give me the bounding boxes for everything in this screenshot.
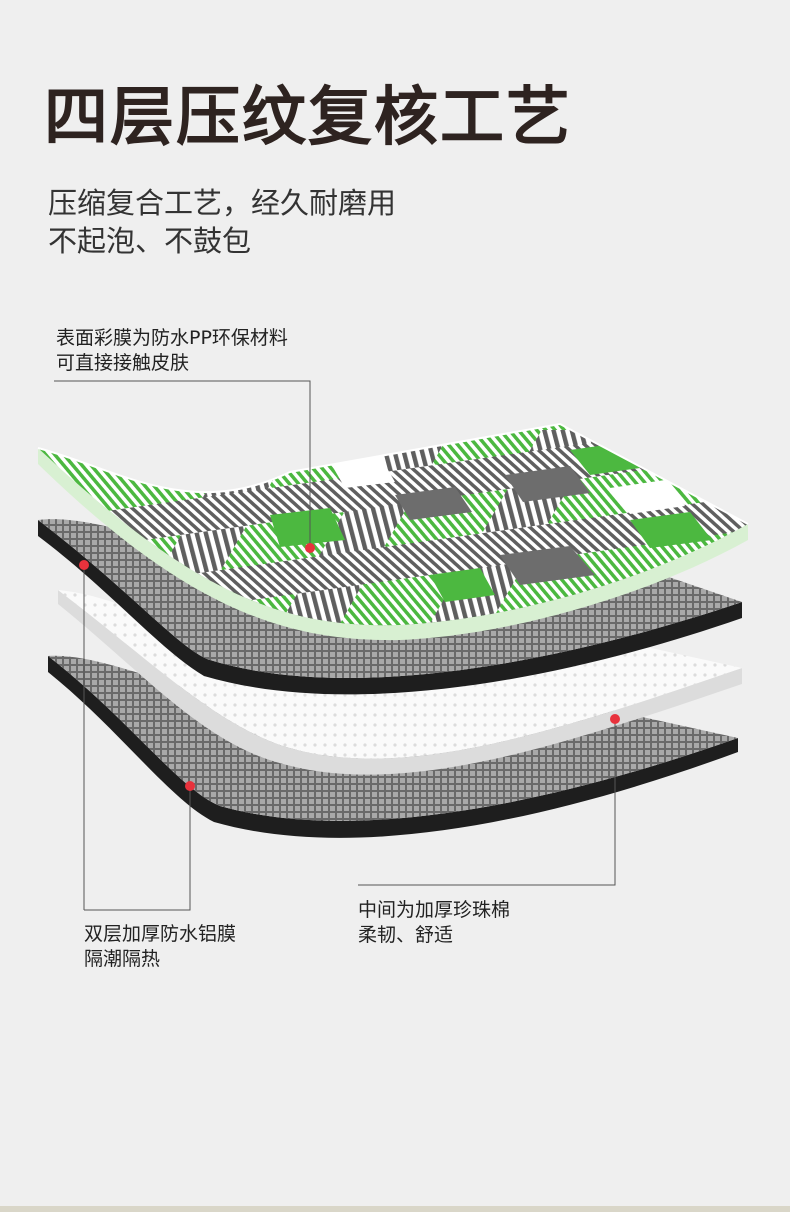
marker-dot-plaid-film	[305, 543, 315, 553]
annotation-aluminum-film-line-2: 隔潮隔热	[84, 948, 161, 970]
leader-lines	[54, 380, 616, 911]
annotation-aluminum-film-line-1: 双层加厚防水铝膜	[84, 923, 237, 945]
marker-dots	[79, 543, 620, 791]
bottom-divider	[0, 1206, 790, 1212]
annotation-surface-film-line-2: 可直接接触皮肤	[56, 352, 190, 374]
leader-line-top	[54, 380, 311, 548]
page-title: 四层压纹复核工艺	[44, 81, 572, 155]
annotation-pearl-cotton-line-1: 中间为加厚珍珠棉	[358, 899, 511, 921]
subtitle: 压缩复合工艺，经久耐磨用 不起泡、不鼓包	[48, 184, 396, 260]
marker-dot-pearl-cotton	[610, 714, 620, 724]
annotation-surface-film-line-1: 表面彩膜为防水PP环保材料	[56, 327, 288, 349]
subtitle-line-2: 不起泡、不鼓包	[48, 224, 252, 258]
leader-line-left-inner	[84, 786, 191, 911]
annotation-pearl-cotton: 中间为加厚珍珠棉 柔韧、舒适	[358, 898, 510, 948]
annotation-pearl-cotton-line-2: 柔韧、舒适	[358, 924, 454, 946]
marker-dot-aluminum-upper	[79, 560, 89, 570]
leader-line-right	[358, 719, 616, 886]
annotation-surface-film: 表面彩膜为防水PP环保材料 可直接接触皮肤	[56, 326, 288, 376]
subtitle-line-1: 压缩复合工艺，经久耐磨用	[48, 186, 397, 220]
annotation-aluminum-film: 双层加厚防水铝膜 隔潮隔热	[84, 922, 236, 972]
marker-dot-aluminum-lower	[185, 781, 195, 791]
